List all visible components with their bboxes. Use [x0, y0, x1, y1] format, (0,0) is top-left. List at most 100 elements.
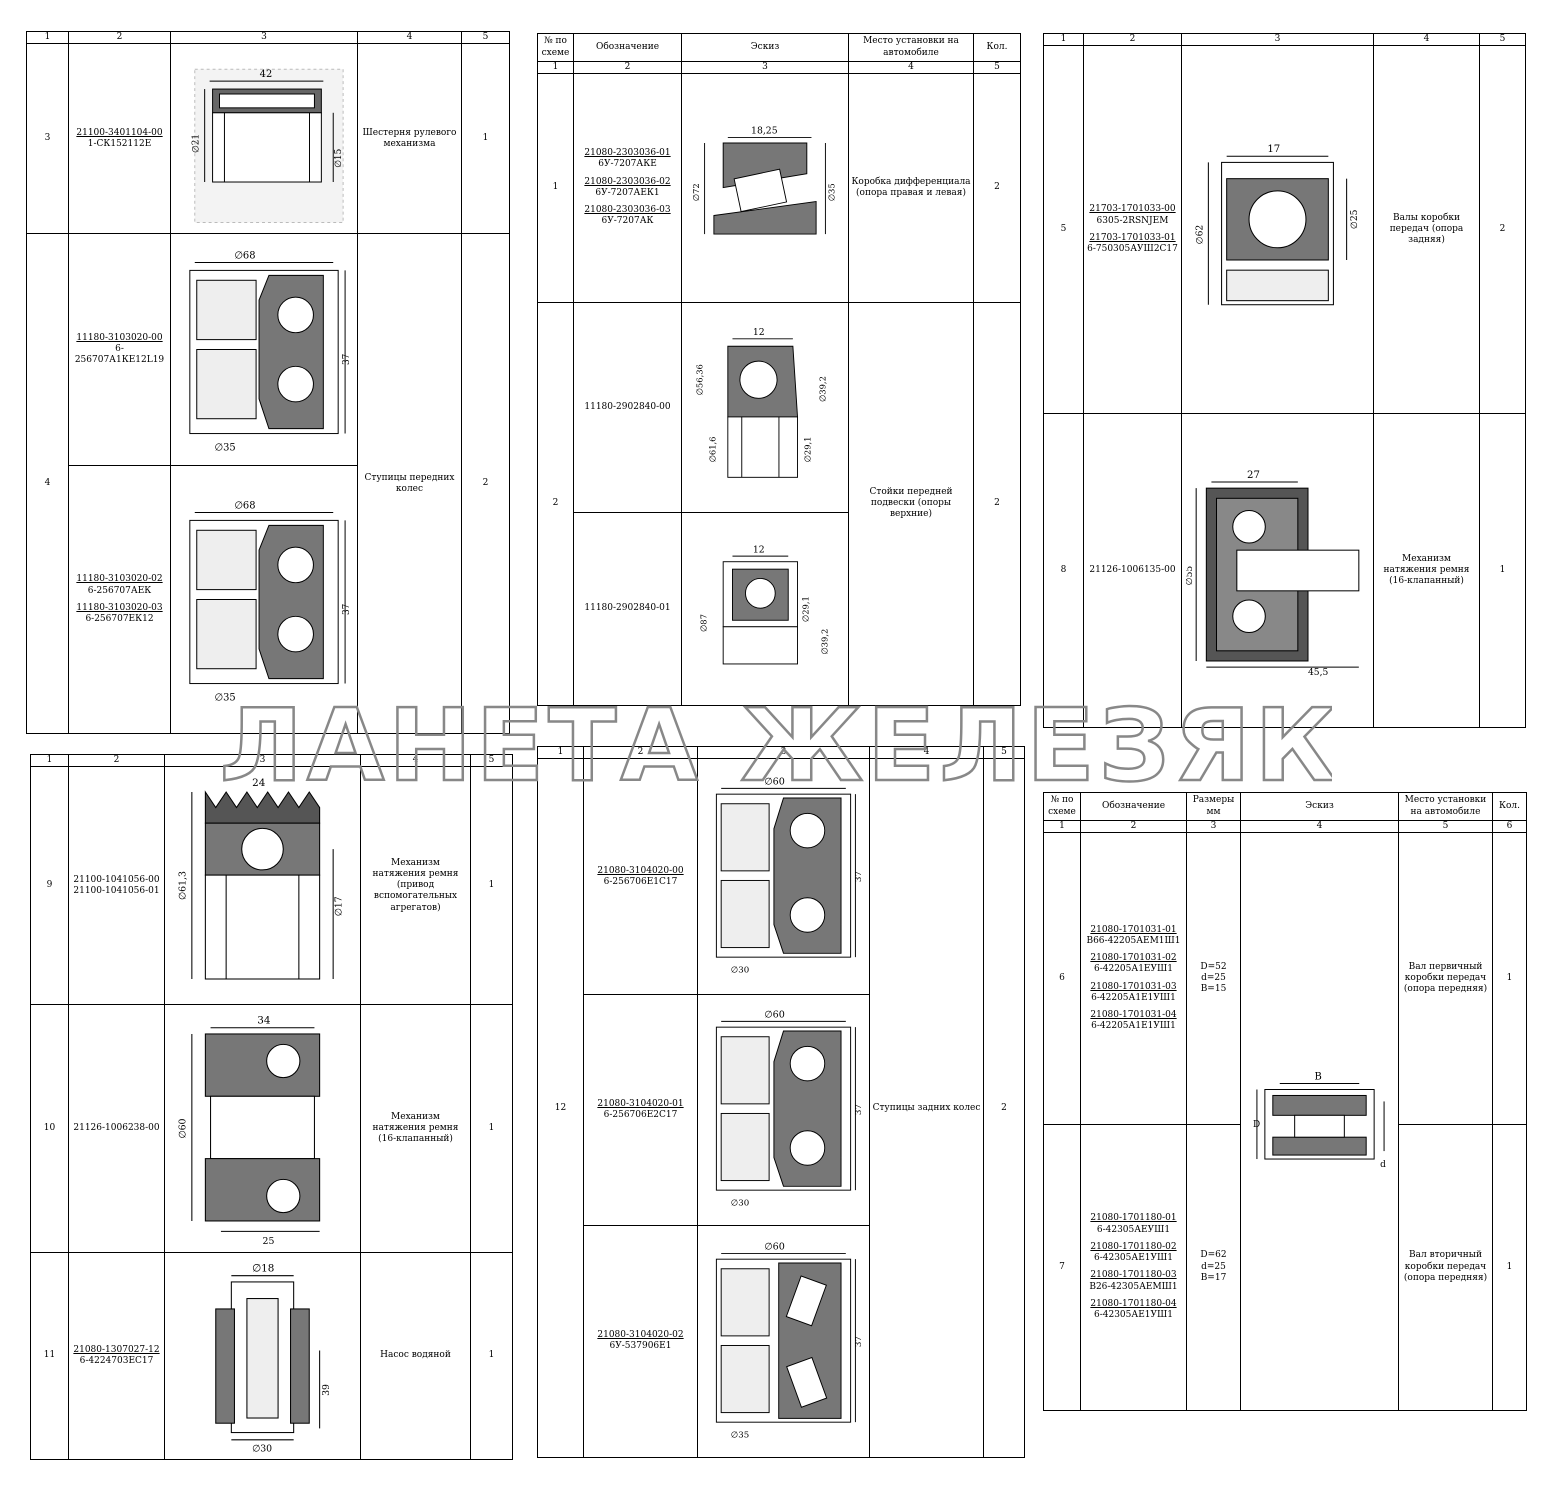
- col-num: 4: [1240, 820, 1399, 834]
- bearing-sketch: 17 ∅62 ∅25: [1181, 45, 1374, 415]
- part-code: 21080-2303036-02: [584, 176, 671, 187]
- taper-bearing-sketch: 18,25 ∅72 ∅35: [691, 126, 837, 235]
- bearing-code: 6-4224703ЕС17: [79, 1355, 154, 1366]
- dim-label: 17: [1267, 144, 1280, 155]
- scheme-no: 5: [1043, 45, 1084, 415]
- part-code: 21080-2303036-03: [584, 205, 671, 216]
- col-num: 3: [164, 753, 361, 768]
- size-value: D=62: [1200, 1250, 1227, 1261]
- dim-label: ∅72: [691, 184, 701, 202]
- dim-label: 45,5: [1308, 668, 1329, 678]
- bearing-code: 6У-7207АКЕ: [598, 159, 657, 170]
- part-code: 21080-1701180-02: [1090, 1241, 1177, 1252]
- header-sketch: Эскиз: [681, 32, 849, 63]
- dim-label: ∅61,3: [178, 871, 189, 900]
- install-location: Стойки передней подвески (опоры верхние): [848, 301, 974, 707]
- tensioner-bearing-sketch: 27 ∅55 45,5: [1186, 470, 1360, 678]
- dim-label: ∅18: [252, 1263, 274, 1275]
- bearing-sketch: B D d: [1240, 832, 1399, 1411]
- needle-bearing-sketch: 42 ∅21 ∅15: [192, 69, 344, 224]
- taper-hub-bearing-sketch: ∅60 37 ∅35: [715, 1241, 864, 1440]
- header-sizes: Размеры мм: [1186, 791, 1241, 822]
- bearing-code: 1-СК152112Е: [87, 138, 152, 149]
- part-code: 21100-1041056-01: [73, 885, 160, 896]
- install-location: Механизм натяжения ремня (16-клапанный): [1373, 413, 1480, 729]
- bearing-code: В26-42305АЕМШ1: [1089, 1281, 1178, 1292]
- part-code: 21126-1006135-00: [1089, 565, 1176, 576]
- scheme-no: 11: [30, 1252, 69, 1460]
- part-code: 21080-1701031-02: [1090, 953, 1177, 964]
- bearing-sketch: ∅60 37 ∅30: [697, 758, 870, 996]
- col-num: 3: [1186, 820, 1241, 834]
- part-numbers: 21100-1041056-00 21100-1041056-01: [68, 766, 165, 1006]
- part-code: 21126-1006238-00: [73, 1123, 160, 1134]
- dim-label: ∅68: [234, 501, 255, 512]
- col-num: 1: [1043, 820, 1081, 834]
- dim-label: ∅39,2: [817, 376, 827, 402]
- dim-label: ∅60: [178, 1119, 189, 1139]
- sizes: D=62 d=25 B=17: [1186, 1123, 1241, 1412]
- bearing-sketch: ∅68 37 ∅35: [170, 465, 358, 735]
- col-num: 2: [68, 30, 171, 45]
- bearing-code: 6-42205А1Е1УШ1: [1091, 1021, 1176, 1032]
- bearing-code: 6-750305АУШ2С17: [1087, 244, 1178, 254]
- dim-label: 27: [1247, 470, 1260, 481]
- pump-bearing-sketch: ∅18 39 ∅30: [215, 1263, 332, 1455]
- install-location: Механизм натяжения ремня (16-клапанный): [360, 1004, 471, 1254]
- part-numbers: 21126-1006135-00: [1083, 413, 1182, 729]
- col-num: 5: [461, 30, 510, 45]
- header-scheme-no: № по схеме: [537, 32, 574, 63]
- dim-label: 37: [342, 354, 352, 365]
- install-location: Вал вторичный коробки передач (опора пер…: [1398, 1123, 1493, 1412]
- header-location: Место установки на автомобиле: [848, 32, 974, 63]
- part-code: 21080-2303036-01: [584, 148, 671, 159]
- bearing-code: 6-42305АЕУШ1: [1096, 1224, 1171, 1235]
- scheme-no: 9: [30, 766, 69, 1006]
- col-num: 1: [537, 745, 584, 760]
- strut-bearing-sketch: 12 ∅56,36 ∅61,6 ∅39,2 ∅29,1: [695, 327, 827, 478]
- dim-label: ∅35: [731, 1430, 749, 1440]
- bearing-sketch: 42 ∅21 ∅15: [170, 43, 358, 235]
- hub-bearing-sketch: ∅60 37 ∅30: [715, 1010, 864, 1209]
- quantity: 2: [461, 233, 510, 735]
- dim-label: ∅35: [215, 693, 236, 704]
- part-code: 11180-2902840-01: [584, 603, 671, 614]
- dim-label: ∅60: [764, 777, 785, 788]
- col-num: 1: [1043, 32, 1084, 47]
- part-code: 11180-3103020-02: [76, 574, 163, 585]
- col-num: 3: [1181, 32, 1374, 47]
- part-code: 21080-1701180-04: [1090, 1298, 1177, 1309]
- install-location: Ступицы задних колес: [869, 758, 984, 1458]
- header-sketch: Эскиз: [1240, 791, 1399, 822]
- col-num: 3: [697, 745, 870, 760]
- dim-label: 12: [753, 544, 765, 555]
- part-code: 21100-3401104-00: [76, 127, 163, 138]
- quantity: 1: [470, 766, 513, 1006]
- bearing-code: 6У-537906Е1: [609, 1341, 672, 1352]
- dim-label: ∅56,36: [695, 364, 705, 395]
- roller-bearing-sketch: B D d: [1253, 1072, 1386, 1170]
- dim-label: ∅61,6: [708, 436, 718, 462]
- col-num: 4: [360, 753, 471, 768]
- dim-label: ∅35: [215, 443, 236, 454]
- bearing-code: 6У-7207АЕК1: [595, 187, 660, 198]
- bearing-code: 6-256707А1КЕ12L19: [74, 344, 165, 366]
- col-num: 2: [68, 753, 165, 768]
- part-code: 21080-1701180-03: [1090, 1270, 1177, 1281]
- bearing-sketch: 24 ∅61,3 ∅17: [164, 766, 361, 1006]
- col-num: 4: [869, 745, 984, 760]
- dim-label: ∅60: [764, 1241, 785, 1252]
- col-num: 2: [1083, 32, 1182, 47]
